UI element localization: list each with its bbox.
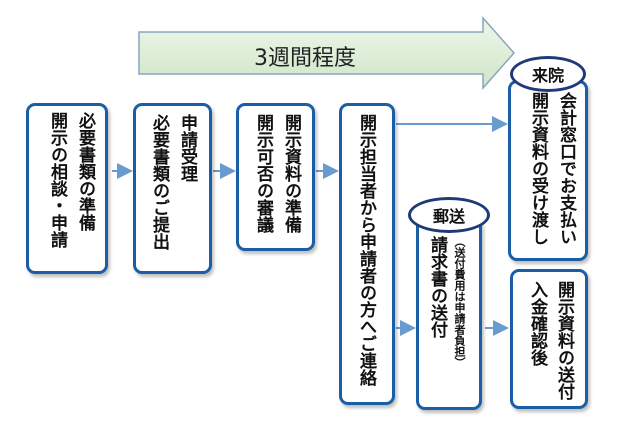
mail-badge: 郵送 [408,197,490,233]
step-review-line-2: 開示可否の審議 [253,114,273,233]
step-receipt-line-1: 申請受理 [177,114,197,182]
document-send-box: 開示資料の送付 入金確認後 [510,269,588,409]
visit-badge: 来院 [510,56,586,92]
visit-line-1: 会計窓口でお支払い [556,92,576,245]
step-consultation-line-2: 開示の相談・申請 [47,112,67,248]
step-receipt-line-2: 必要書類のご提出 [149,114,169,250]
step-receipt-box: 申請受理 必要書類のご提出 [133,103,212,274]
duration-banner-arrow [138,16,516,90]
mail-note-text: （送付費用は申請者負担） [453,236,466,368]
mail-invoice-box: 請求書の送付 （送付費用は申請者負担） [416,217,482,410]
step-review-line-1: 開示資料の準備 [281,114,301,233]
step-review-box: 開示資料の準備 開示可否の審議 [236,103,315,251]
step-consultation-line-1: 必要書類の準備 [75,112,95,231]
step-consultation-box: 必要書類の準備 開示の相談・申請 [26,103,108,274]
final-line-2: 入金確認後 [527,281,547,366]
mail-main-text: 請求書の送付 [427,236,447,338]
visit-payment-box: 会計窓口でお支払い 開示資料の受け渡し [508,80,588,261]
visit-line-2: 開示資料の受け渡し [528,92,548,245]
step-contact-box: 開示担当者から申請者の方へご連絡 [339,103,395,405]
duration-label: 3週間程度 [254,46,356,71]
step-contact-line-1: 開示担当者から申請者の方へご連絡 [356,114,376,386]
final-line-1: 開示資料の送付 [554,281,574,400]
